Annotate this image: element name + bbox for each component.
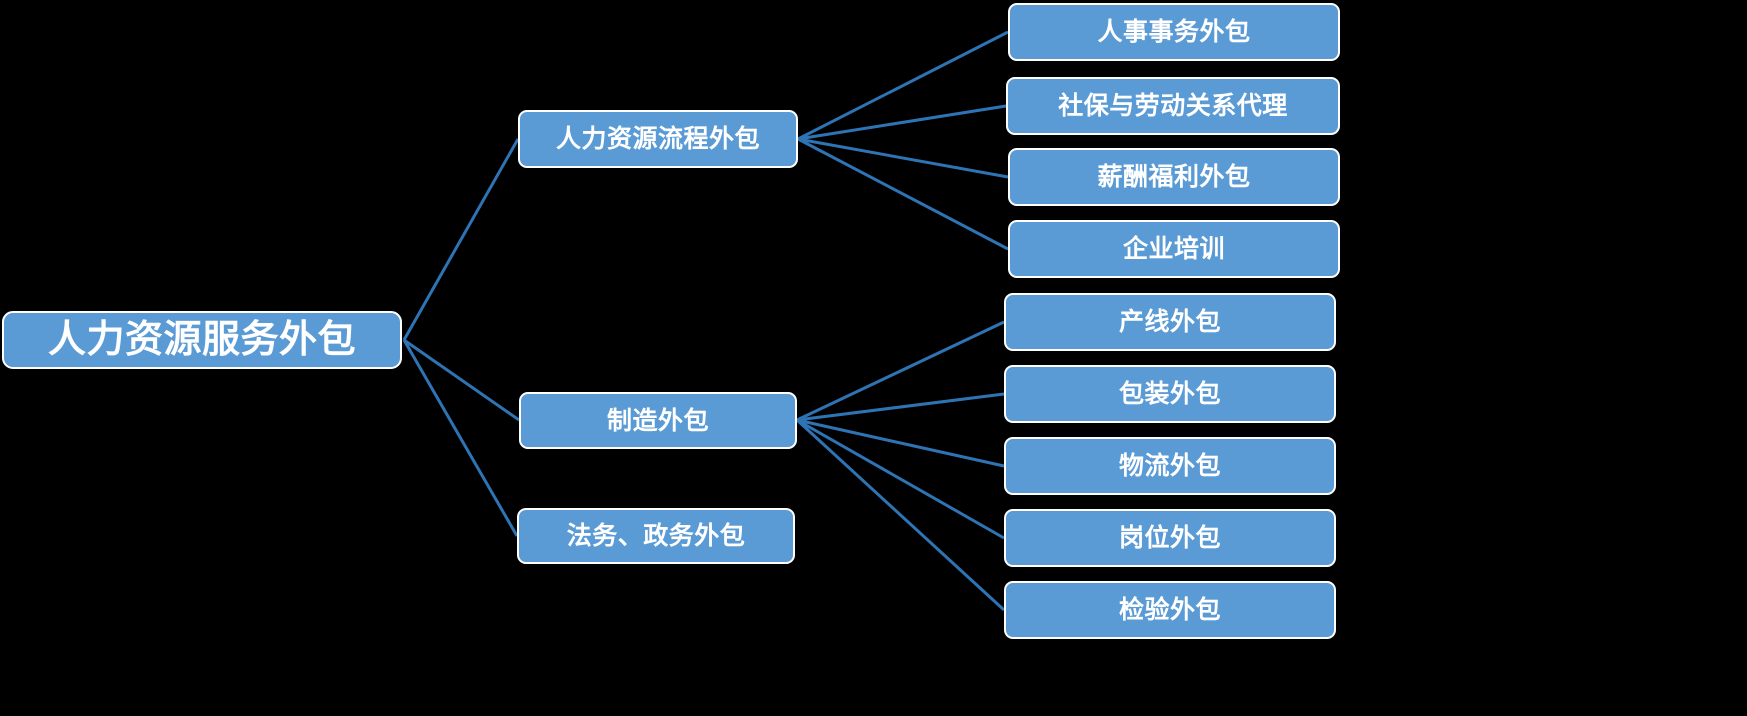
connector-branch-1-to-leaf-2 [797,104,1007,141]
node-branch-1-leaf-4-label: 企业培训 [1122,234,1225,264]
node-branch-2-leaf-4-label: 岗位外包 [1118,523,1221,553]
connector-branch-2-to-leaf-2 [796,392,1005,422]
node-branch-1-leaf-3-label: 薪酬福利外包 [1097,162,1251,192]
connector-root-to-branch-3 [402,339,519,537]
node-branch-3[interactable]: 法务、政务外包 [517,508,795,564]
node-branch-1[interactable]: 人力资源流程外包 [518,110,798,168]
node-branch-2-leaf-3[interactable]: 物流外包 [1004,437,1336,495]
node-branch-1-leaf-2-label: 社保与劳动关系代理 [1058,91,1288,121]
node-branch-2-leaf-4[interactable]: 岗位外包 [1004,509,1336,567]
node-branch-1-leaf-1[interactable]: 人事事务外包 [1008,3,1340,61]
node-root-label: 人力资源服务外包 [47,317,356,362]
connector-branch-1-to-leaf-4 [797,137,1009,251]
node-root[interactable]: 人力资源服务外包 [2,311,402,369]
node-branch-2-label: 制造外包 [606,405,709,435]
connector-branch-2-to-leaf-1 [796,320,1005,422]
connector-branch-2-to-leaf-3 [796,418,1005,468]
node-branch-2-leaf-1[interactable]: 产线外包 [1004,293,1336,351]
node-branch-1-leaf-3[interactable]: 薪酬福利外包 [1008,148,1340,206]
connector-branch-1-to-leaf-3 [797,137,1009,179]
node-branch-1-label: 人力资源流程外包 [555,124,760,154]
node-branch-2-leaf-3-label: 物流外包 [1118,451,1221,481]
connector-branch-1-to-leaf-1 [797,30,1009,141]
node-branch-2-leaf-5[interactable]: 检验外包 [1004,581,1336,639]
connector-root-to-branch-2 [403,338,520,422]
node-branch-3-label: 法务、政务外包 [566,521,746,551]
connector-branch-2-to-leaf-5 [795,418,1006,612]
node-branch-1-leaf-2[interactable]: 社保与劳动关系代理 [1006,77,1340,135]
node-branch-1-leaf-1-label: 人事事务外包 [1097,17,1251,47]
node-branch-2-leaf-2[interactable]: 包装外包 [1004,365,1336,423]
node-branch-1-leaf-4[interactable]: 企业培训 [1008,220,1340,278]
node-branch-2-leaf-2-label: 包装外包 [1118,379,1221,409]
node-branch-2-leaf-1-label: 产线外包 [1118,307,1221,337]
connector-root-to-branch-1 [402,138,520,341]
node-branch-2[interactable]: 制造外包 [519,392,797,449]
node-branch-2-leaf-5-label: 检验外包 [1118,595,1221,625]
connector-branch-2-to-leaf-4 [796,418,1005,540]
